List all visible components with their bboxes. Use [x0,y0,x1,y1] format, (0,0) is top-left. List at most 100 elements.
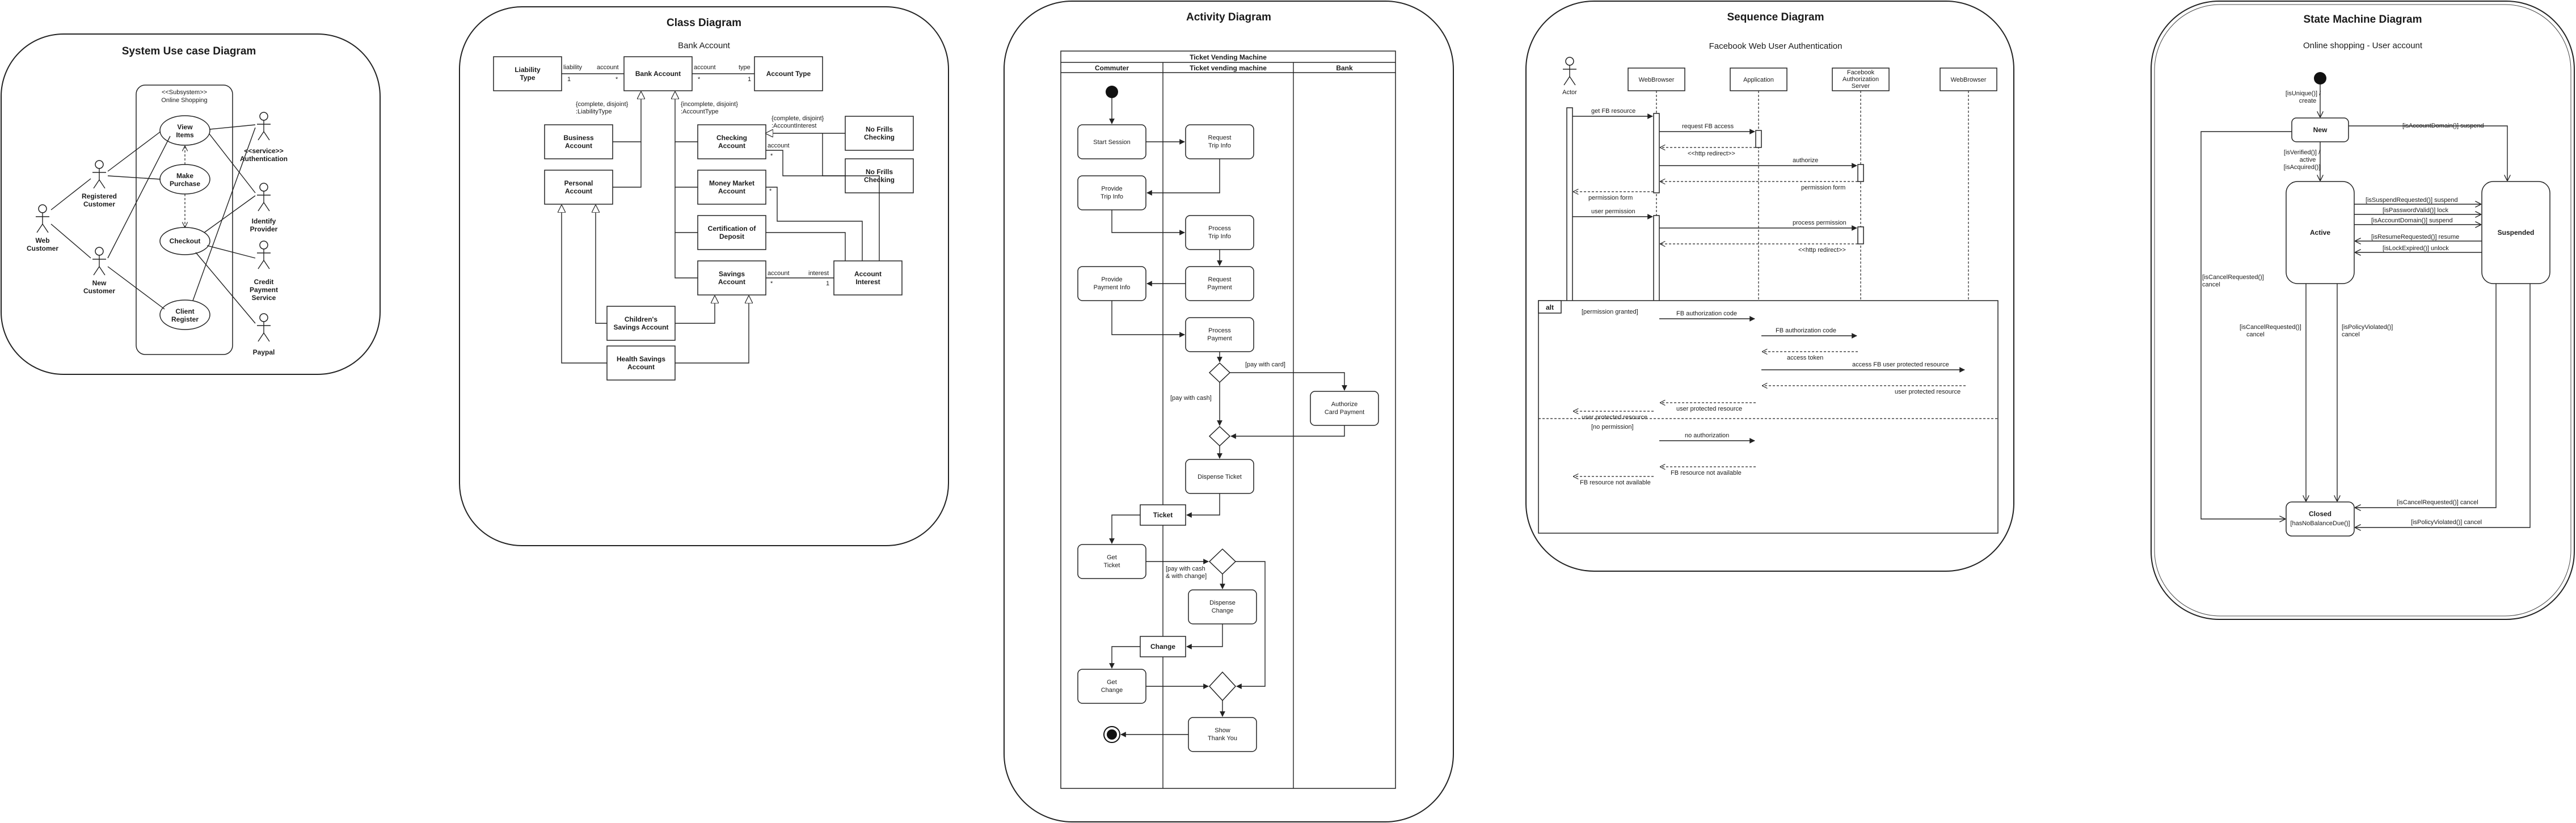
act-provide-trip-l2: Trip Info [1101,193,1123,200]
client-register-label-2: Register [171,315,199,323]
tr-policy-active-2: cancel [2342,331,2360,338]
act-process-payment-l1: Process [1208,327,1231,334]
seq-alt-tag [1538,300,1562,314]
class-childrens-savings [606,306,676,341]
actor-paypal [257,313,271,342]
web-customer-label-2: Customer [27,244,58,252]
state-closed-label: Closed [2309,510,2332,518]
lbl-account-2: account [694,64,716,71]
act-provide-payment-l1: Provide [1101,276,1122,283]
activity-final-node [1103,726,1120,743]
act-ticket-object [1140,504,1186,526]
seq-msg-12: access token [1787,354,1823,361]
seq-fb-server-label-1: Facebook [1847,69,1875,76]
lbl-constraint-1b: :LiabilityType [576,108,612,115]
seq-webbrowser-label: WebBrowser [1639,77,1675,83]
act-request-payment-l2: Payment [1207,284,1232,291]
lane-commuter: Commuter [1095,64,1129,72]
state-frame [2151,1,2575,620]
act-process-trip-l2: Trip Info [1208,233,1231,240]
class-relations [562,73,880,364]
act-dispense-change [1188,589,1257,624]
make-purchase-label-2: Purchase [170,180,200,188]
act-process-payment-l2: Payment [1207,335,1232,342]
identify-provider-label-1: Identify [252,217,276,225]
state-panel: State Machine Diagram Online shopping - … [2151,1,2575,620]
seq-msg-19: FB resource not available [1580,479,1651,486]
tr-create-2: create [2299,98,2317,104]
seq-msg-7: user permission [1591,208,1635,215]
act-process-trip [1185,215,1254,250]
seq-lifeline-webbrowser [1628,67,1685,91]
use-case-checkout [159,227,210,255]
class-account-type-l1: Account Type [766,70,811,78]
state-active-label: Active [2310,229,2330,237]
use-case-associations [50,124,256,324]
class-diagram-panel: Class Diagram Bank Account Liability Typ… [459,6,949,546]
tr-active-1: [isVerified()] / [2284,149,2321,156]
tr-active-3: [isAcquired()] [2284,164,2321,171]
actor-credit-payment-service [257,240,271,269]
act-request-payment-l1: Request [1208,276,1232,283]
act-process-trip-l1: Process [1208,225,1231,232]
view-items-label-2: Items [176,131,194,139]
sequence-title: Sequence Diagram [1727,11,1824,23]
class-savings-l1: Savings [719,270,745,278]
seq-fb-server-label-3: Server [1852,83,1870,90]
seq-lifeline-application [1730,67,1787,91]
act-dispense-ticket-l1: Dispense Ticket [1198,474,1242,480]
tr-suspend-1: [isSuspendRequested()] suspend [2366,197,2458,204]
act-request-trip-l2: Trip Info [1208,142,1231,149]
lbl-one-b: 1 [748,76,751,83]
class-personal-l2: Account [565,187,592,195]
use-case-client-register [159,299,210,330]
class-money-market-l1: Money Market [709,179,754,187]
actor-registered-customer [92,160,106,189]
class-personal-account [544,170,613,205]
act-dispense-change-l1: Dispense [1209,600,1236,606]
act-provide-payment-l2: Payment Info [1094,284,1131,291]
seq-msg-5: permission form [1801,184,1845,191]
tr-suspend-new: [isAccountDomain()] suspend [2402,123,2484,129]
state-title: State Machine Diagram [2303,14,2422,26]
seq-msg-3: <<http redirect>> [1688,150,1735,157]
lbl-one-c: 1 [826,280,829,287]
seq-activation-fb-1 [1857,164,1864,182]
class-interest-l1: Account [854,270,882,278]
system-name: Online Shopping [161,97,207,104]
class-certification-deposit [697,215,766,250]
act-get-change-l2: Change [1101,687,1123,694]
activity-title: Activity Diagram [1186,11,1271,23]
act-provide-payment [1077,266,1146,301]
guard-pay-cash-change-2: & with change] [1166,573,1207,580]
tr-policy-suspended: [isPolicyViolated()] cancel [2411,519,2482,526]
actor-web-customer [36,204,49,233]
act-show-thank-l1: Show [1215,727,1230,734]
authentication-label-2: Authentication [240,155,288,163]
actor-authentication [257,112,271,141]
seq-msg-6: permission form [1588,195,1633,201]
seq-fb-server-label-2: Authorization [1843,76,1879,83]
class-health-l2: Account [627,363,655,371]
act-process-payment [1185,317,1254,352]
lbl-star-c: * [770,153,773,159]
activity-frame-title: Ticket Vending Machine [1190,53,1267,61]
state-suspended [2481,181,2550,284]
guard-pay-cash: [pay with cash] [1170,395,1212,402]
class-personal-l1: Personal [564,179,593,187]
seq-actor-label: Actor [1562,89,1577,96]
class-liability-type [493,56,562,91]
tr-resume: [isResumeRequested()] resume [2371,234,2459,240]
tr-cancel-suspended: [isCancelRequested()] cancel [2397,499,2478,506]
class-no-frills-1 [845,116,914,151]
lbl-liability: liability [563,64,583,71]
lbl-account-1: account [597,64,619,71]
seq-msg-15: user protected resource [1676,406,1742,412]
tr-cancel-active-2: cancel [2246,331,2265,338]
credit-payment-label-2: Payment [250,286,278,294]
act-show-thank-l2: Thank You [1208,735,1237,742]
tr-cancel-new-2: cancel [2202,281,2220,288]
tr-cancel-active-1: [isCancelRequested()] [2240,324,2301,331]
client-register-label-1: Client [175,307,194,315]
class-health-l1: Health Savings [617,355,665,363]
